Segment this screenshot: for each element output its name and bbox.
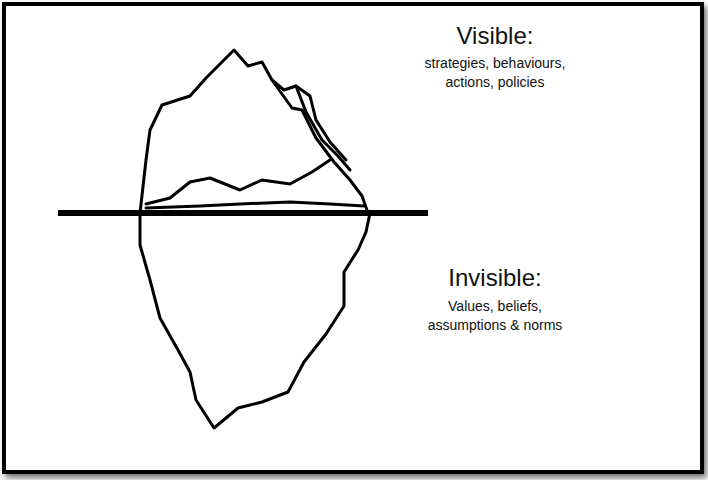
picture-frame: [2, 2, 704, 474]
iceberg-fold: [296, 86, 346, 160]
iceberg-underwater: [140, 213, 370, 428]
waterline: [58, 210, 428, 216]
iceberg-base: [146, 202, 364, 208]
section-body: Values, beliefs, assumptions & norms: [410, 297, 580, 335]
section-heading: Invisible:: [395, 262, 595, 293]
section-body: strategies, behaviours, actions, policie…: [410, 54, 580, 92]
iceberg-tip: [140, 50, 368, 213]
section-heading: Visible:: [395, 20, 595, 51]
iceberg-fold: [272, 80, 350, 170]
iceberg-ridge: [146, 160, 330, 204]
